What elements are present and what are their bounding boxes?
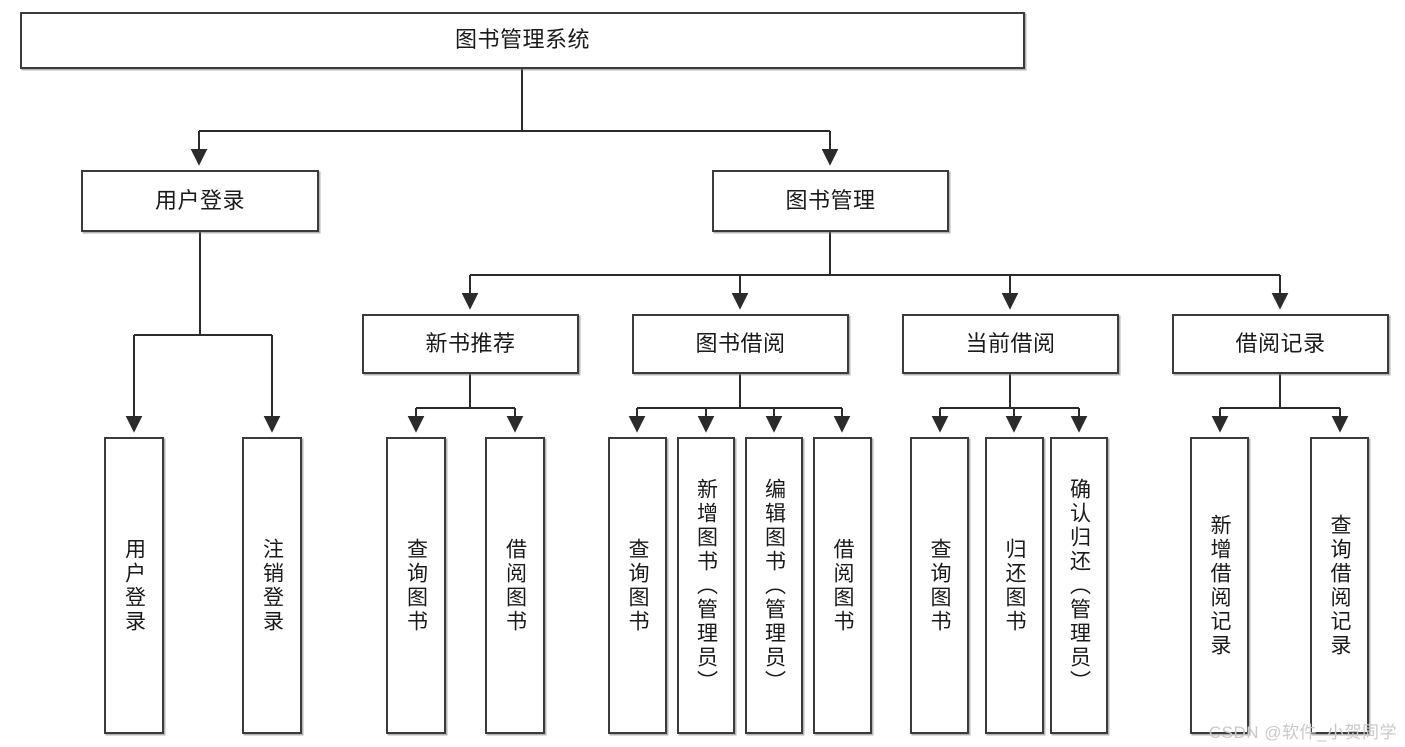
node-leaf-confirm-return-admin[interactable]: 确认归还（管理员） xyxy=(1050,437,1108,734)
node-leaf-query-book-borrow-label: 查询图书 xyxy=(626,537,649,634)
node-book-management[interactable]: 图书管理 xyxy=(712,170,949,232)
node-root-label: 图书管理系统 xyxy=(454,27,590,53)
node-leaf-return-book[interactable]: 归还图书 xyxy=(985,437,1044,734)
node-leaf-lend-book-label: 借阅图书 xyxy=(831,537,854,634)
node-current-borrow[interactable]: 当前借阅 xyxy=(902,314,1119,374)
node-leaf-add-borrow-record[interactable]: 新增借阅记录 xyxy=(1190,437,1249,734)
node-book-management-label: 图书管理 xyxy=(785,187,876,213)
node-leaf-query-borrow-record[interactable]: 查询借阅记录 xyxy=(1310,437,1369,734)
node-book-borrow-label: 图书借阅 xyxy=(695,330,786,356)
node-leaf-query-book-new-label: 查询图书 xyxy=(404,537,428,634)
node-borrow-records[interactable]: 借阅记录 xyxy=(1172,314,1389,374)
node-leaf-return-book-label: 归还图书 xyxy=(1003,537,1026,634)
node-leaf-user-login-label: 用户登录 xyxy=(122,537,146,634)
node-leaf-user-login[interactable]: 用户登录 xyxy=(104,437,164,734)
node-leaf-query-book-new[interactable]: 查询图书 xyxy=(386,437,446,734)
node-leaf-confirm-return-admin-label: 确认归还（管理员） xyxy=(1067,477,1091,694)
node-user-login[interactable]: 用户登录 xyxy=(81,170,319,232)
node-leaf-borrow-book-new-label: 借阅图书 xyxy=(503,537,527,634)
node-leaf-add-borrow-record-label: 新增借阅记录 xyxy=(1208,513,1231,658)
node-leaf-add-book-admin-label: 新增图书（管理员） xyxy=(694,477,718,694)
node-user-login-label: 用户登录 xyxy=(154,187,245,213)
node-leaf-edit-book-admin-label: 编辑图书（管理员） xyxy=(762,477,786,694)
node-root[interactable]: 图书管理系统 xyxy=(20,12,1025,69)
node-leaf-borrow-book-new[interactable]: 借阅图书 xyxy=(485,437,545,734)
node-leaf-lend-book[interactable]: 借阅图书 xyxy=(813,437,872,734)
node-leaf-query-book-borrow[interactable]: 查询图书 xyxy=(608,437,667,734)
node-new-book-recommend[interactable]: 新书推荐 xyxy=(362,314,579,374)
node-leaf-query-book-current[interactable]: 查询图书 xyxy=(910,437,969,734)
node-book-borrow[interactable]: 图书借阅 xyxy=(632,314,849,374)
node-leaf-logout[interactable]: 注销登录 xyxy=(242,437,302,734)
node-leaf-query-book-current-label: 查询图书 xyxy=(928,537,951,634)
node-leaf-query-borrow-record-label: 查询借阅记录 xyxy=(1328,513,1351,658)
node-current-borrow-label: 当前借阅 xyxy=(965,330,1056,356)
node-new-book-recommend-label: 新书推荐 xyxy=(425,330,516,356)
node-leaf-logout-label: 注销登录 xyxy=(260,537,284,634)
node-borrow-records-label: 借阅记录 xyxy=(1235,330,1326,356)
node-leaf-add-book-admin[interactable]: 新增图书（管理员） xyxy=(677,437,735,734)
node-leaf-edit-book-admin[interactable]: 编辑图书（管理员） xyxy=(745,437,803,734)
